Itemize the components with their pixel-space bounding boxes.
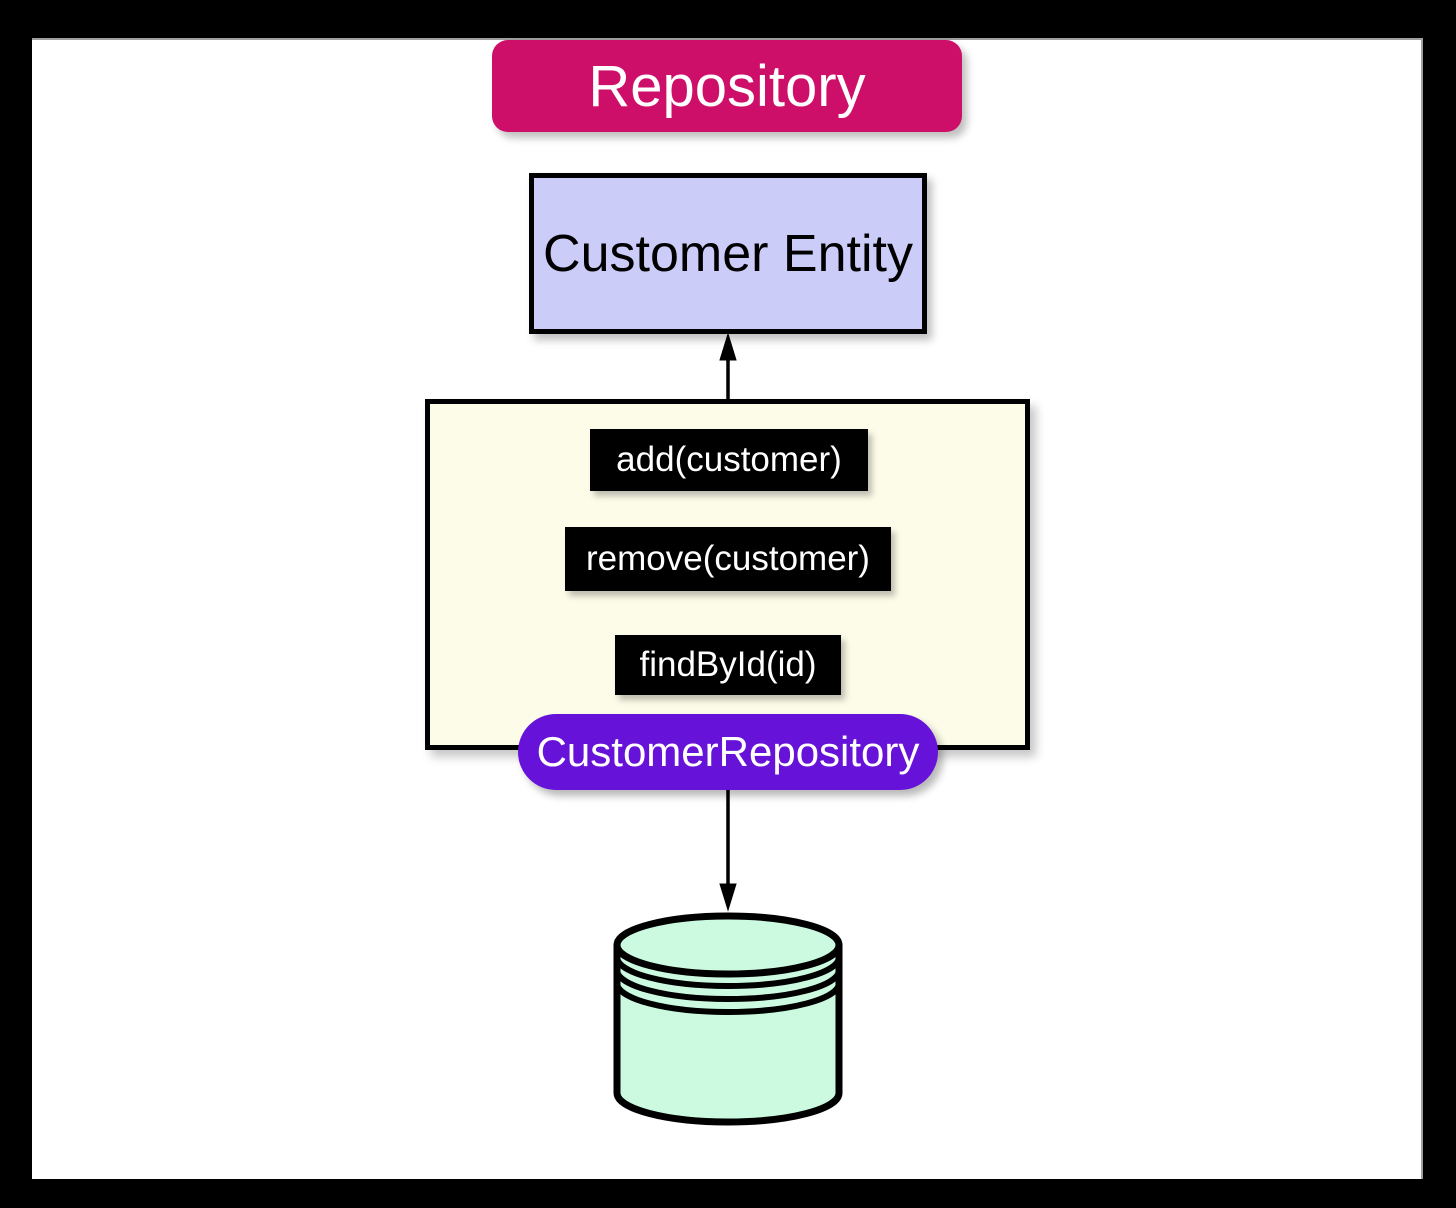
customer-repository-label: CustomerRepository	[536, 728, 920, 775]
database-icon	[613, 912, 843, 1126]
method-add-label: add(customer)	[616, 440, 842, 479]
method-add: add(customer)	[590, 429, 868, 491]
method-find-by-id-label: findById(id)	[639, 645, 817, 684]
customer-entity-node: Customer Entity	[529, 173, 927, 334]
customer-entity-label: Customer Entity	[543, 224, 913, 283]
customer-repository-pill: CustomerRepository	[518, 714, 938, 790]
method-remove: remove(customer)	[565, 527, 891, 591]
arrow-down-icon	[719, 790, 737, 912]
arrow-up-icon	[719, 332, 737, 400]
diagram-canvas: Repository Customer Entity add(customer)…	[32, 38, 1423, 1179]
method-remove-label: remove(customer)	[586, 539, 870, 578]
diagram-title-badge: Repository	[492, 40, 962, 132]
diagram-title: Repository	[588, 53, 866, 119]
method-find-by-id: findById(id)	[615, 635, 841, 695]
